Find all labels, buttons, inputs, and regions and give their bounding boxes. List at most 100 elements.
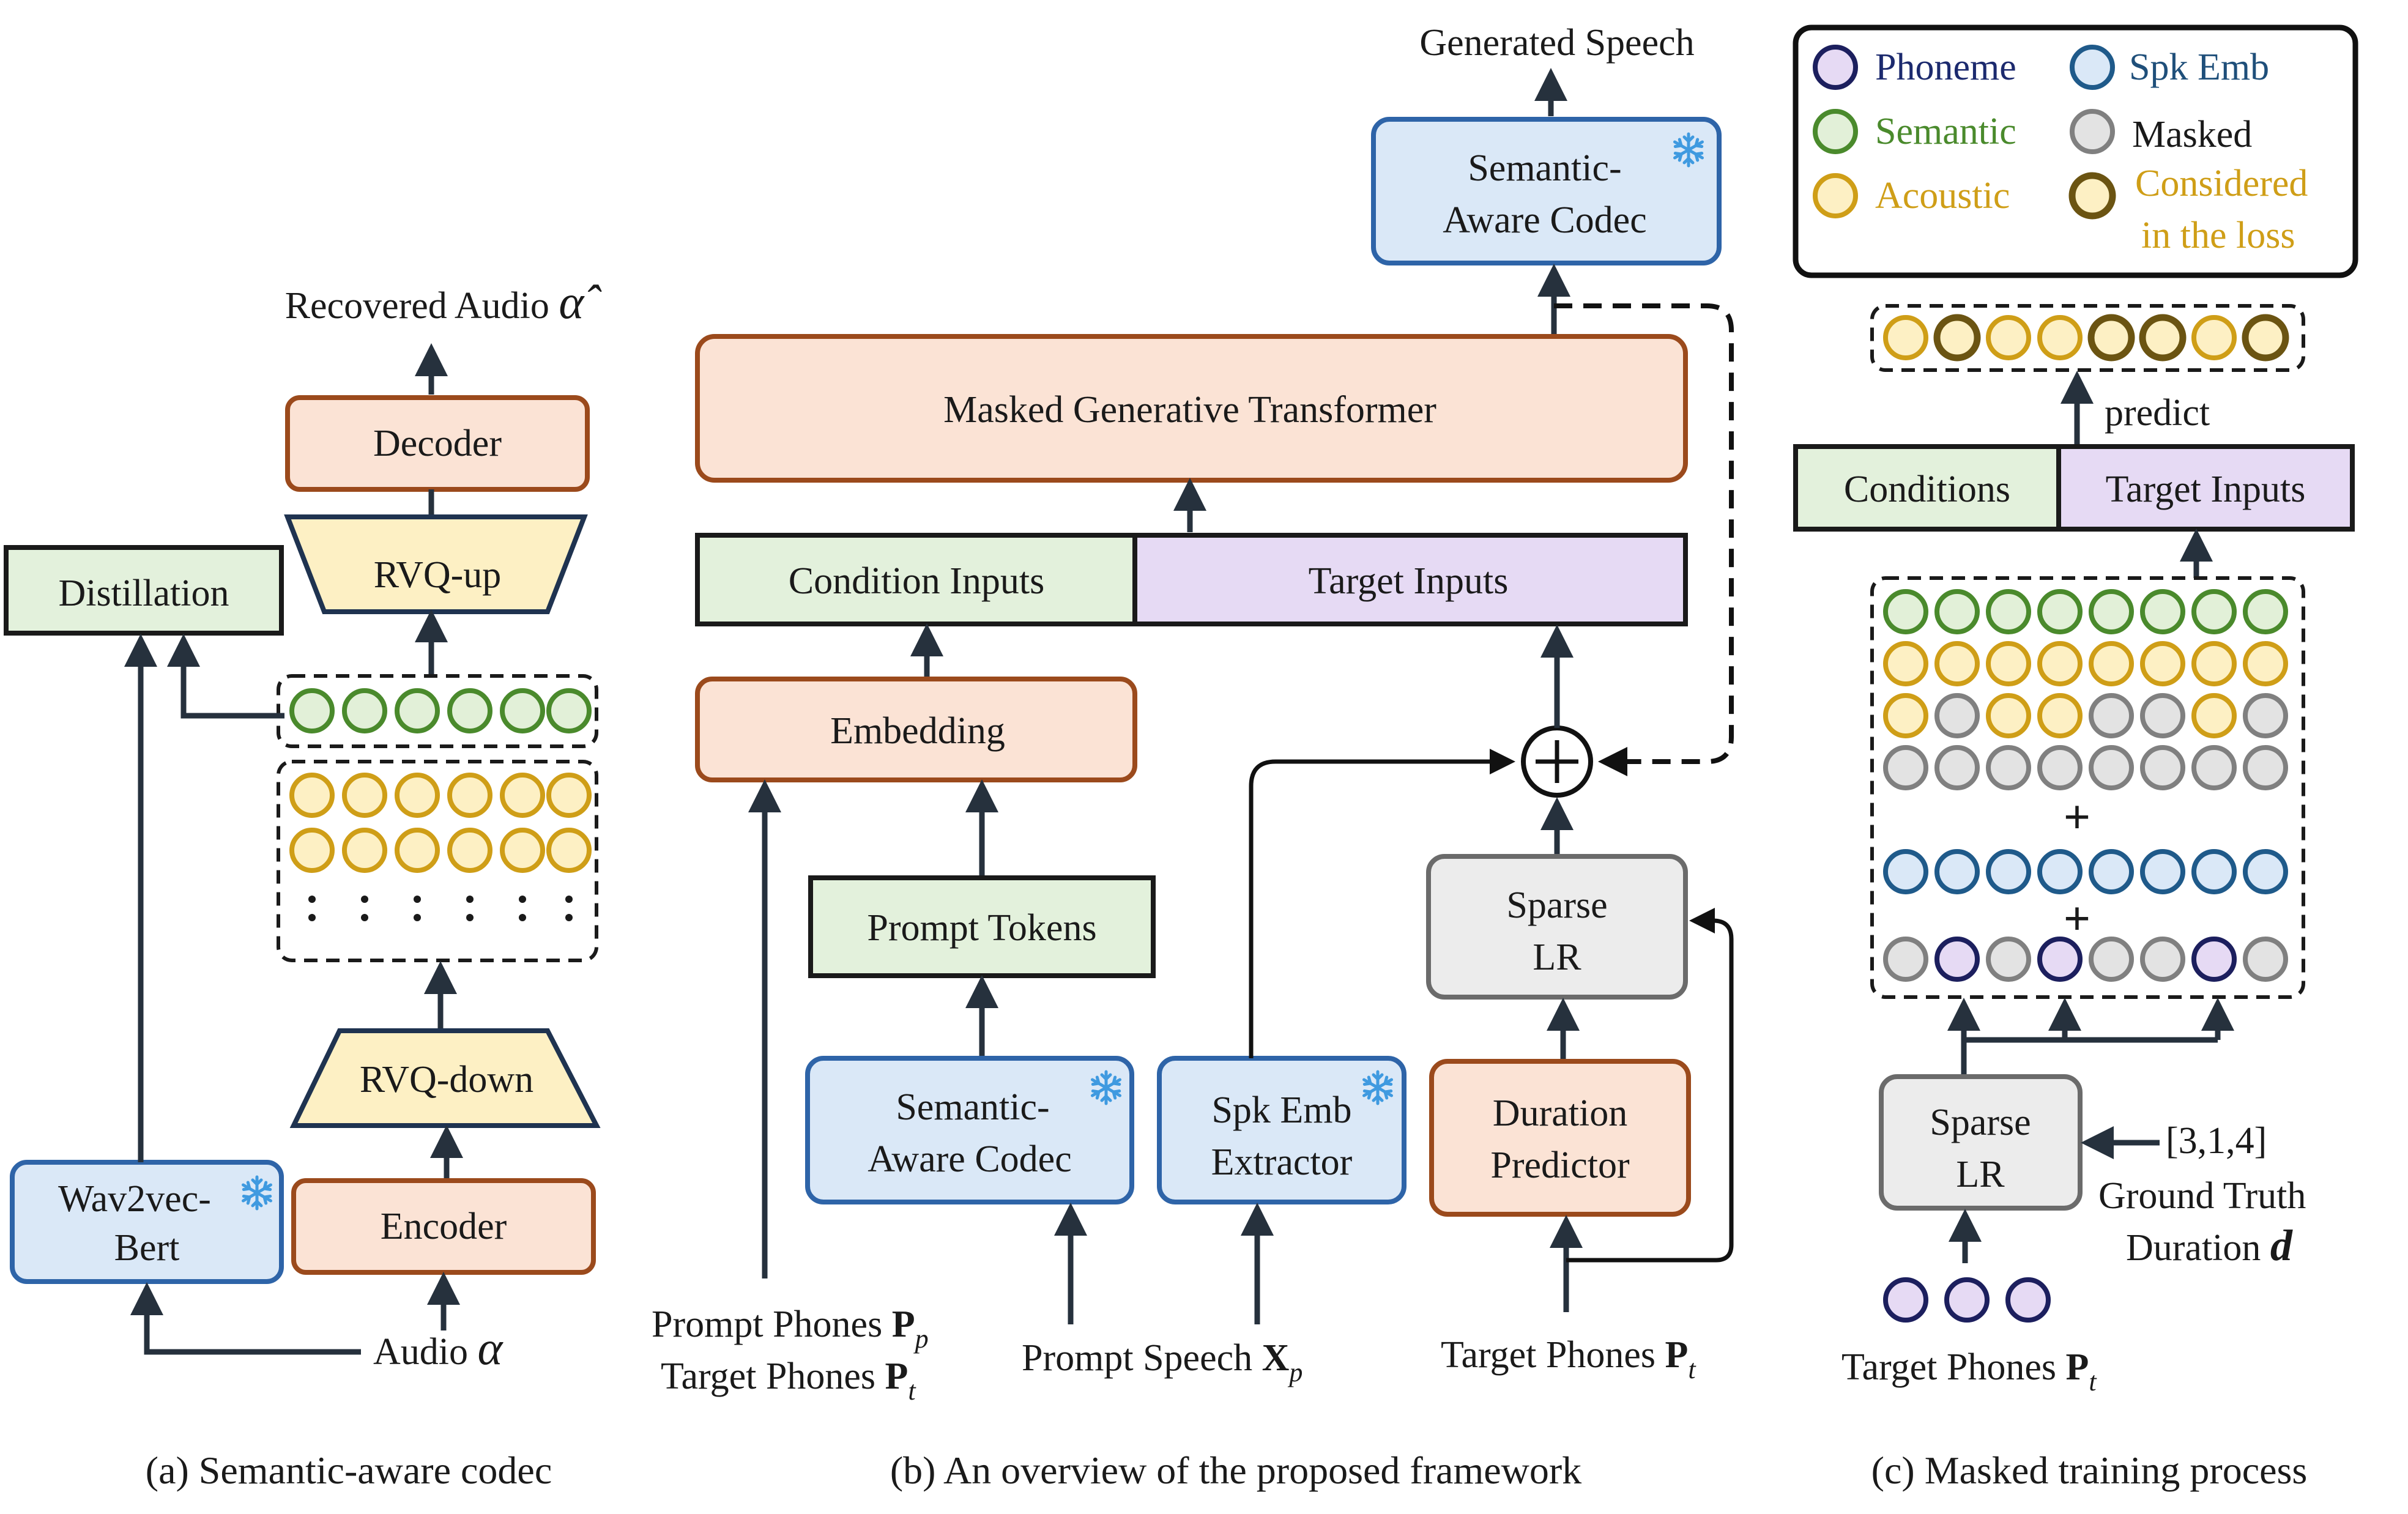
- legend-acoustic-swatch: [1813, 173, 1858, 218]
- decoder-box: [285, 395, 590, 492]
- audio-to-wav2vec-arrow: [130, 1282, 361, 1355]
- sparse-lr-line2: LR: [1533, 937, 1581, 978]
- conditions-box: [1793, 444, 2061, 532]
- sparse-lr-c-box: [1879, 1074, 2083, 1211]
- acoustic-token: [500, 773, 545, 818]
- duration-line2: Predictor: [1490, 1145, 1630, 1186]
- semantic-token: [395, 688, 440, 733]
- prompt-codec-line1: Semantic-: [896, 1086, 1049, 1128]
- ground-truth-line2: Duration d: [2126, 1221, 2293, 1270]
- spk-emb-extractor-box: [1157, 1056, 1407, 1204]
- acoustic-token-row-c: [1883, 641, 2288, 686]
- distillation-arrow: [167, 634, 284, 719]
- rvq-down-trapezoid: [289, 1028, 601, 1128]
- acoustic-token: [447, 828, 492, 873]
- target-inputs-label: Target Inputs: [1309, 560, 1509, 602]
- condition-inputs-box: [695, 533, 1137, 626]
- semantic-token-row: [289, 688, 592, 733]
- spk-emb-line1: Spk Emb: [1211, 1089, 1351, 1131]
- predict-label: predict: [2105, 392, 2210, 434]
- sparse-lr-c-line1: Sparse: [1930, 1102, 2031, 1143]
- prediction-token-loss: [2242, 314, 2289, 362]
- generated-speech-label: Generated Speech: [1419, 22, 1694, 64]
- legend-acoustic-label: Acoustic: [1875, 175, 2010, 217]
- spk-emb-to-add-arrow: [1249, 749, 1515, 1058]
- legend-masked-label: Masked: [2132, 114, 2252, 155]
- prompt-speech-label: Prompt Speech Xp: [1022, 1337, 1302, 1387]
- target-phones-c-label: Target Phones Pt: [1841, 1346, 2097, 1397]
- conditions-label: Conditions: [1844, 469, 2010, 510]
- rvq-down-label: RVQ-down: [360, 1059, 533, 1100]
- semantic-token: [500, 688, 545, 733]
- caption-a: (a) Semantic-aware codec: [146, 1449, 552, 1492]
- phones-to-sparse-arrow: [1566, 908, 1734, 1263]
- output-codec-box: [1371, 117, 1722, 265]
- distillation-box: [4, 545, 284, 636]
- semantic-token: [342, 688, 387, 733]
- wav2vec-line1: Wav2vec-: [58, 1178, 211, 1220]
- partially-masked-token-row: [1883, 693, 2288, 738]
- target-inputs-c-box: [2056, 444, 2355, 532]
- legend-box: [1793, 24, 2358, 278]
- prediction-token-loss: [2139, 314, 2187, 362]
- recovered-audio-label: Recovered Audio α̂: [285, 275, 603, 328]
- acoustic-token: [546, 773, 592, 818]
- semantic-token: [289, 688, 335, 733]
- rvq-up-trapezoid: [284, 514, 588, 614]
- acoustic-token: [342, 773, 387, 818]
- output-codec-line2: Aware Codec: [1443, 199, 1646, 241]
- phoneme-token: [2005, 1277, 2051, 1323]
- legend-semantic-swatch: [1813, 109, 1858, 154]
- prediction-token: [2037, 315, 2083, 360]
- target-inputs-box: [1132, 533, 1688, 626]
- legend-semantic-label: Semantic: [1875, 111, 2016, 152]
- legend-considered-swatch: [2068, 172, 2116, 220]
- phoneme-token: [1944, 1277, 1990, 1323]
- phoneme-token-row: [1883, 937, 2288, 982]
- acoustic-token: [395, 773, 440, 818]
- phoneme-token: [1883, 1277, 1928, 1323]
- transformer-label: Masked Generative Transformer: [943, 389, 1436, 431]
- legend-phoneme-label: Phoneme: [1875, 46, 2016, 88]
- prediction-token-group: [1870, 304, 2305, 372]
- output-codec-line1: Semantic-: [1468, 147, 1621, 189]
- encoder-label: Encoder: [381, 1206, 507, 1247]
- embedding-label: Embedding: [830, 710, 1005, 752]
- input-token-stack: [1870, 576, 2305, 999]
- wav2vec-line2: Bert: [114, 1227, 180, 1269]
- wav2vec-bert-box: [10, 1160, 284, 1284]
- prediction-token: [2191, 315, 2237, 360]
- condition-inputs-label: Condition Inputs: [789, 560, 1045, 602]
- panel-c-masked-training: Phoneme Spk Emb Semantic Masked Acoustic…: [1793, 24, 2358, 1492]
- masked-token-row: [1883, 745, 2288, 790]
- acoustic-token-group: [277, 760, 598, 962]
- legend-spk-emb-label: Spk Emb: [2129, 46, 2269, 88]
- acoustic-token-rows: [289, 773, 592, 873]
- legend-spk-emb-swatch: [2070, 45, 2115, 90]
- sparse-lr-c-line2: LR: [1956, 1154, 2005, 1195]
- legend-considered-line2: in the loss: [2141, 215, 2295, 256]
- acoustic-token: [500, 828, 545, 873]
- legend-considered-line1: Considered: [2135, 163, 2308, 204]
- acoustic-token: [447, 773, 492, 818]
- target-inputs-c-label: Target Inputs: [2106, 469, 2306, 510]
- audio-input-label: Audio α: [373, 1321, 504, 1375]
- acoustic-token: [289, 773, 335, 818]
- prompt-codec-box: [805, 1056, 1134, 1204]
- prediction-token-loss: [2087, 314, 2135, 362]
- spk-emb-line2: Extractor: [1211, 1141, 1353, 1183]
- semantic-token-row-c: [1883, 589, 2288, 634]
- duration-predictor-box: [1429, 1059, 1691, 1217]
- semantic-token: [546, 688, 592, 733]
- semantic-token: [447, 688, 492, 733]
- plus-sign-bottom: +: [2064, 892, 2090, 945]
- distillation-label: Distillation: [59, 573, 229, 614]
- sparse-lr-line1: Sparse: [1506, 885, 1607, 926]
- prediction-token: [1883, 315, 1928, 360]
- legend-masked-swatch: [2070, 109, 2115, 154]
- panel-a-semantic-aware-codec: Recovered Audio α̂ Decoder RVQ-up Distil…: [4, 275, 603, 1492]
- prompt-tokens-label: Prompt Tokens: [867, 907, 1096, 949]
- prediction-token: [1986, 315, 2031, 360]
- acoustic-token: [395, 828, 440, 873]
- target-phones-right-label: Target Phones Pt: [1441, 1334, 1696, 1384]
